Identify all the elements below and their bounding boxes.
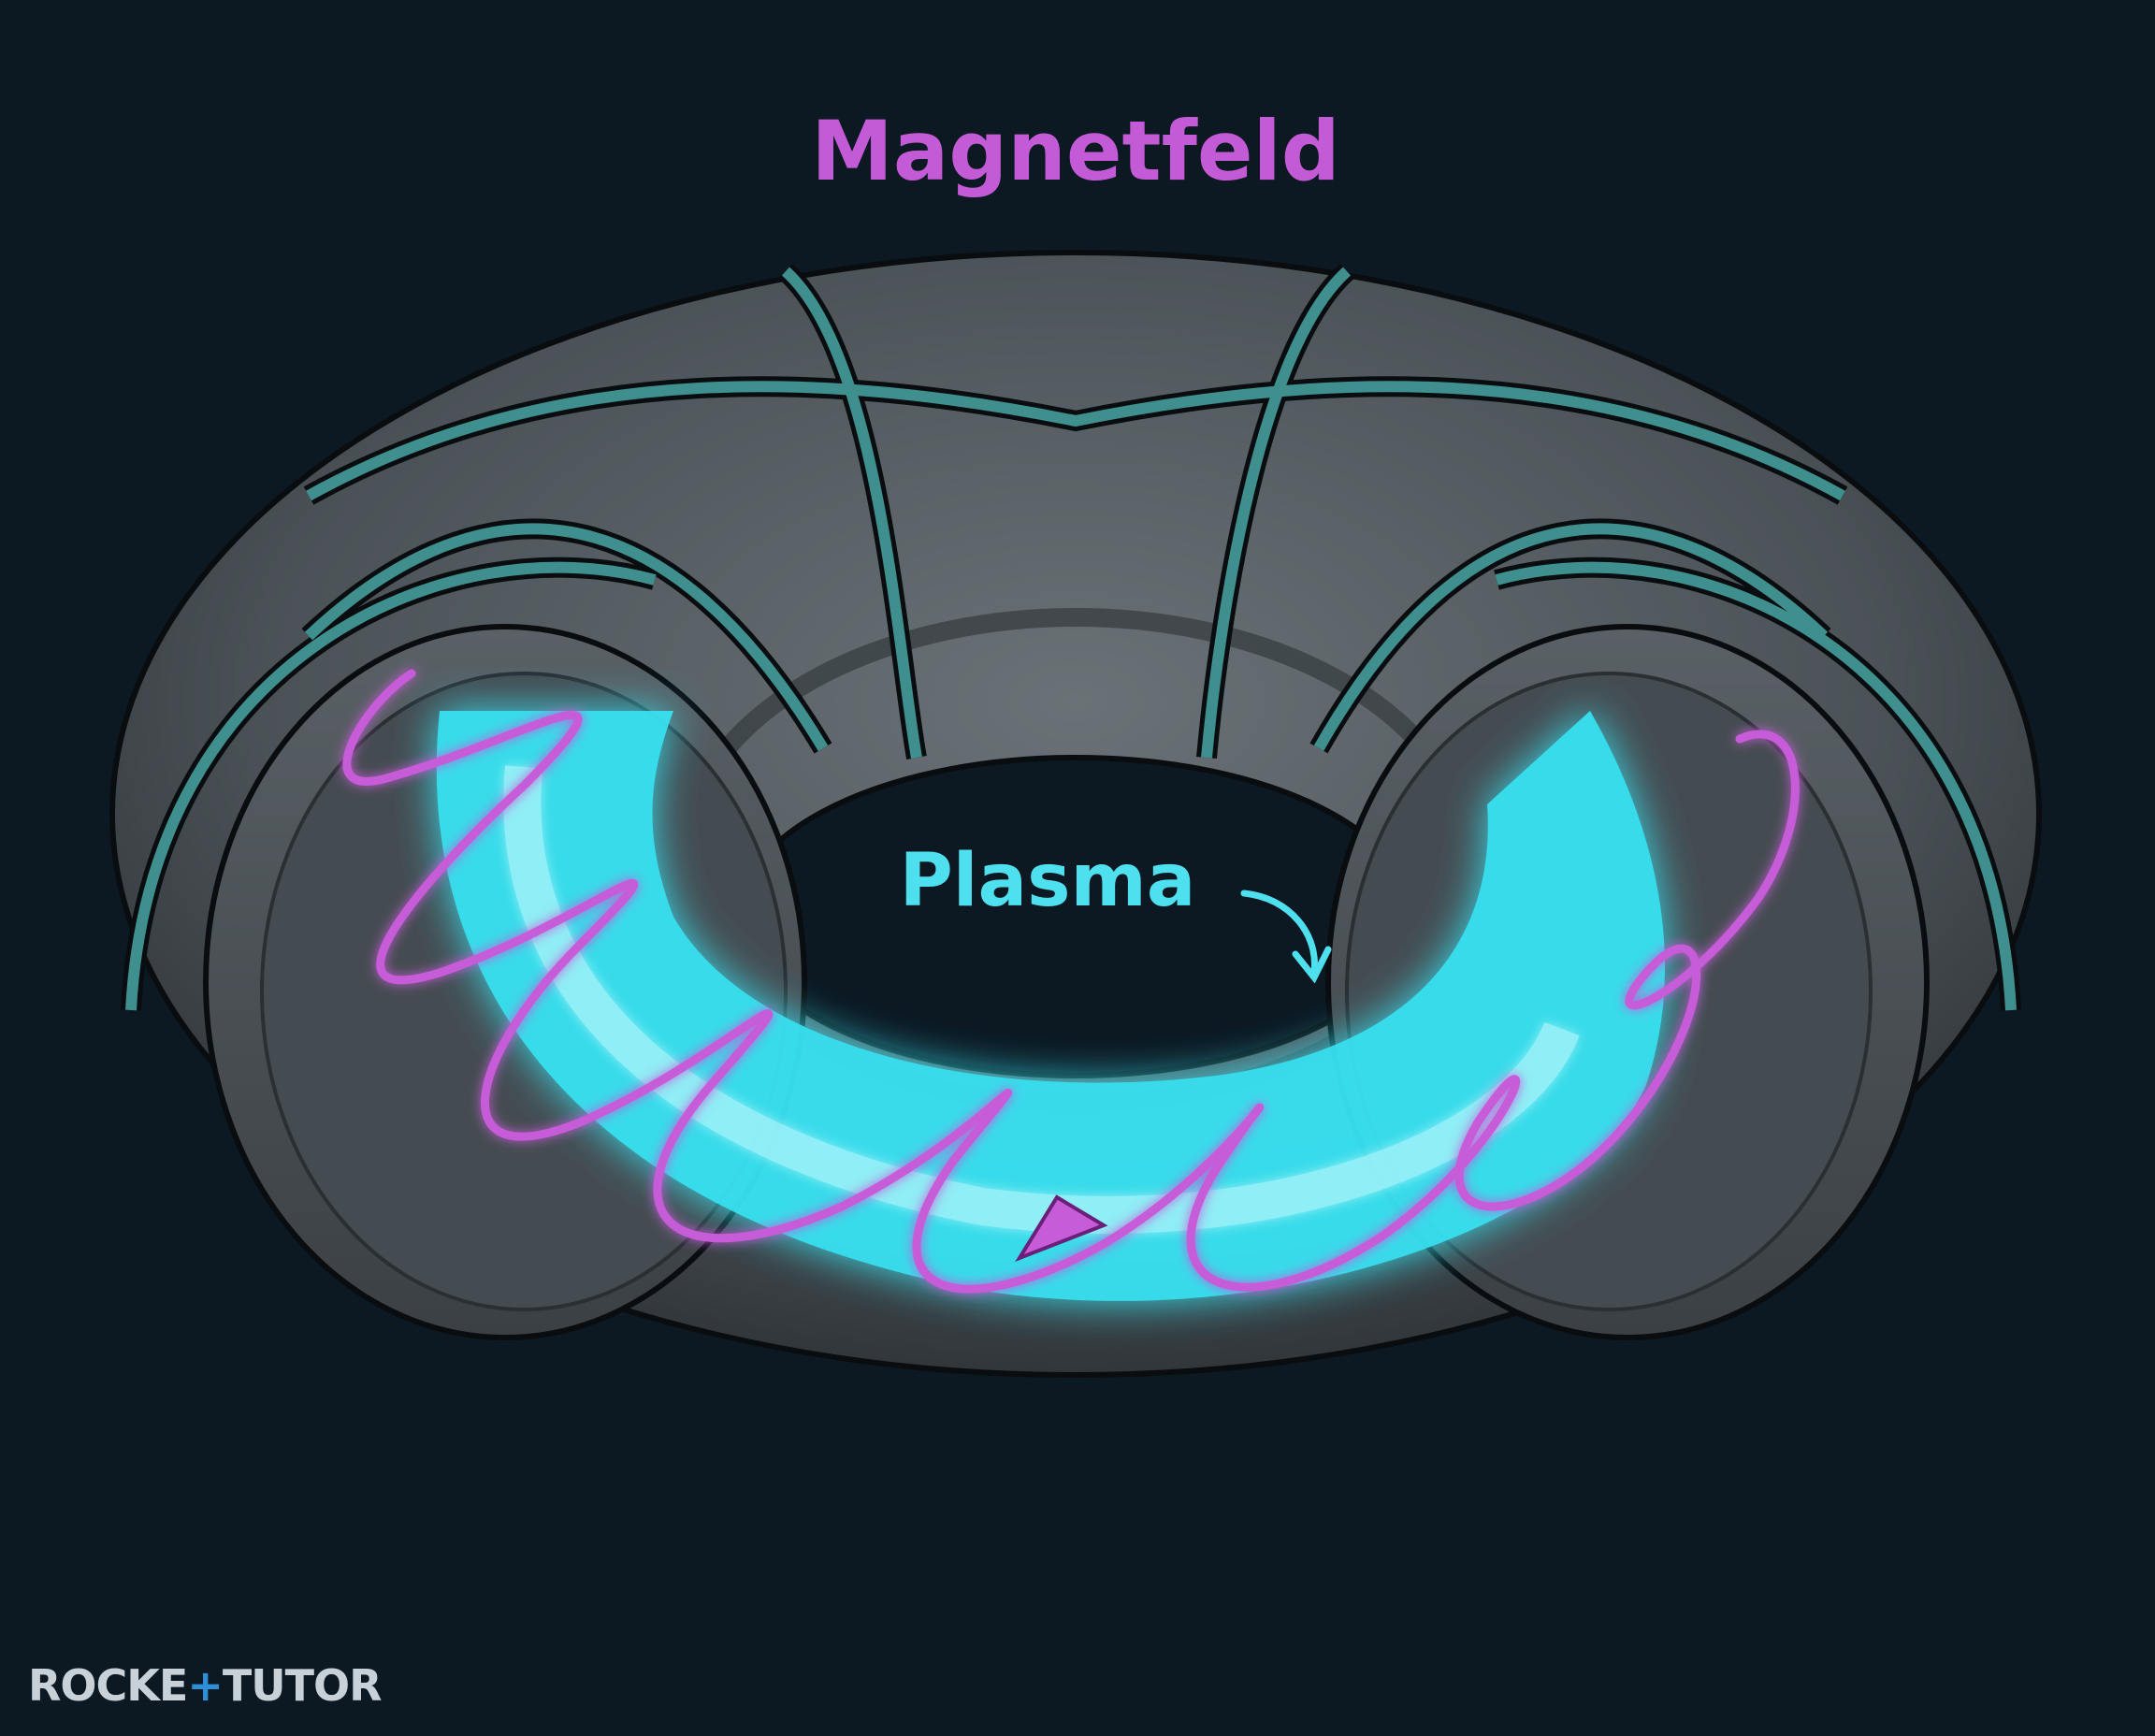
plasma-highlight — [503, 765, 1580, 1234]
magnetic-field-line — [342, 669, 1800, 1294]
plasma-label: Plasma — [900, 839, 1196, 923]
magnetic-field-label: Magnetfeld — [811, 103, 1339, 199]
plasma-glow — [436, 711, 1665, 1301]
brand-logo: ROCKE+TUTOR — [28, 1660, 383, 1711]
field-helix — [342, 669, 1800, 1294]
plasma-ring — [436, 711, 1665, 1301]
brand-left: ROCKE — [28, 1660, 188, 1711]
brand-mark: + — [187, 1660, 224, 1711]
curved-arrow-icon — [1240, 890, 1332, 984]
brand-right: TUTOR — [222, 1660, 383, 1711]
arrow-head-icon — [1015, 1194, 1108, 1263]
